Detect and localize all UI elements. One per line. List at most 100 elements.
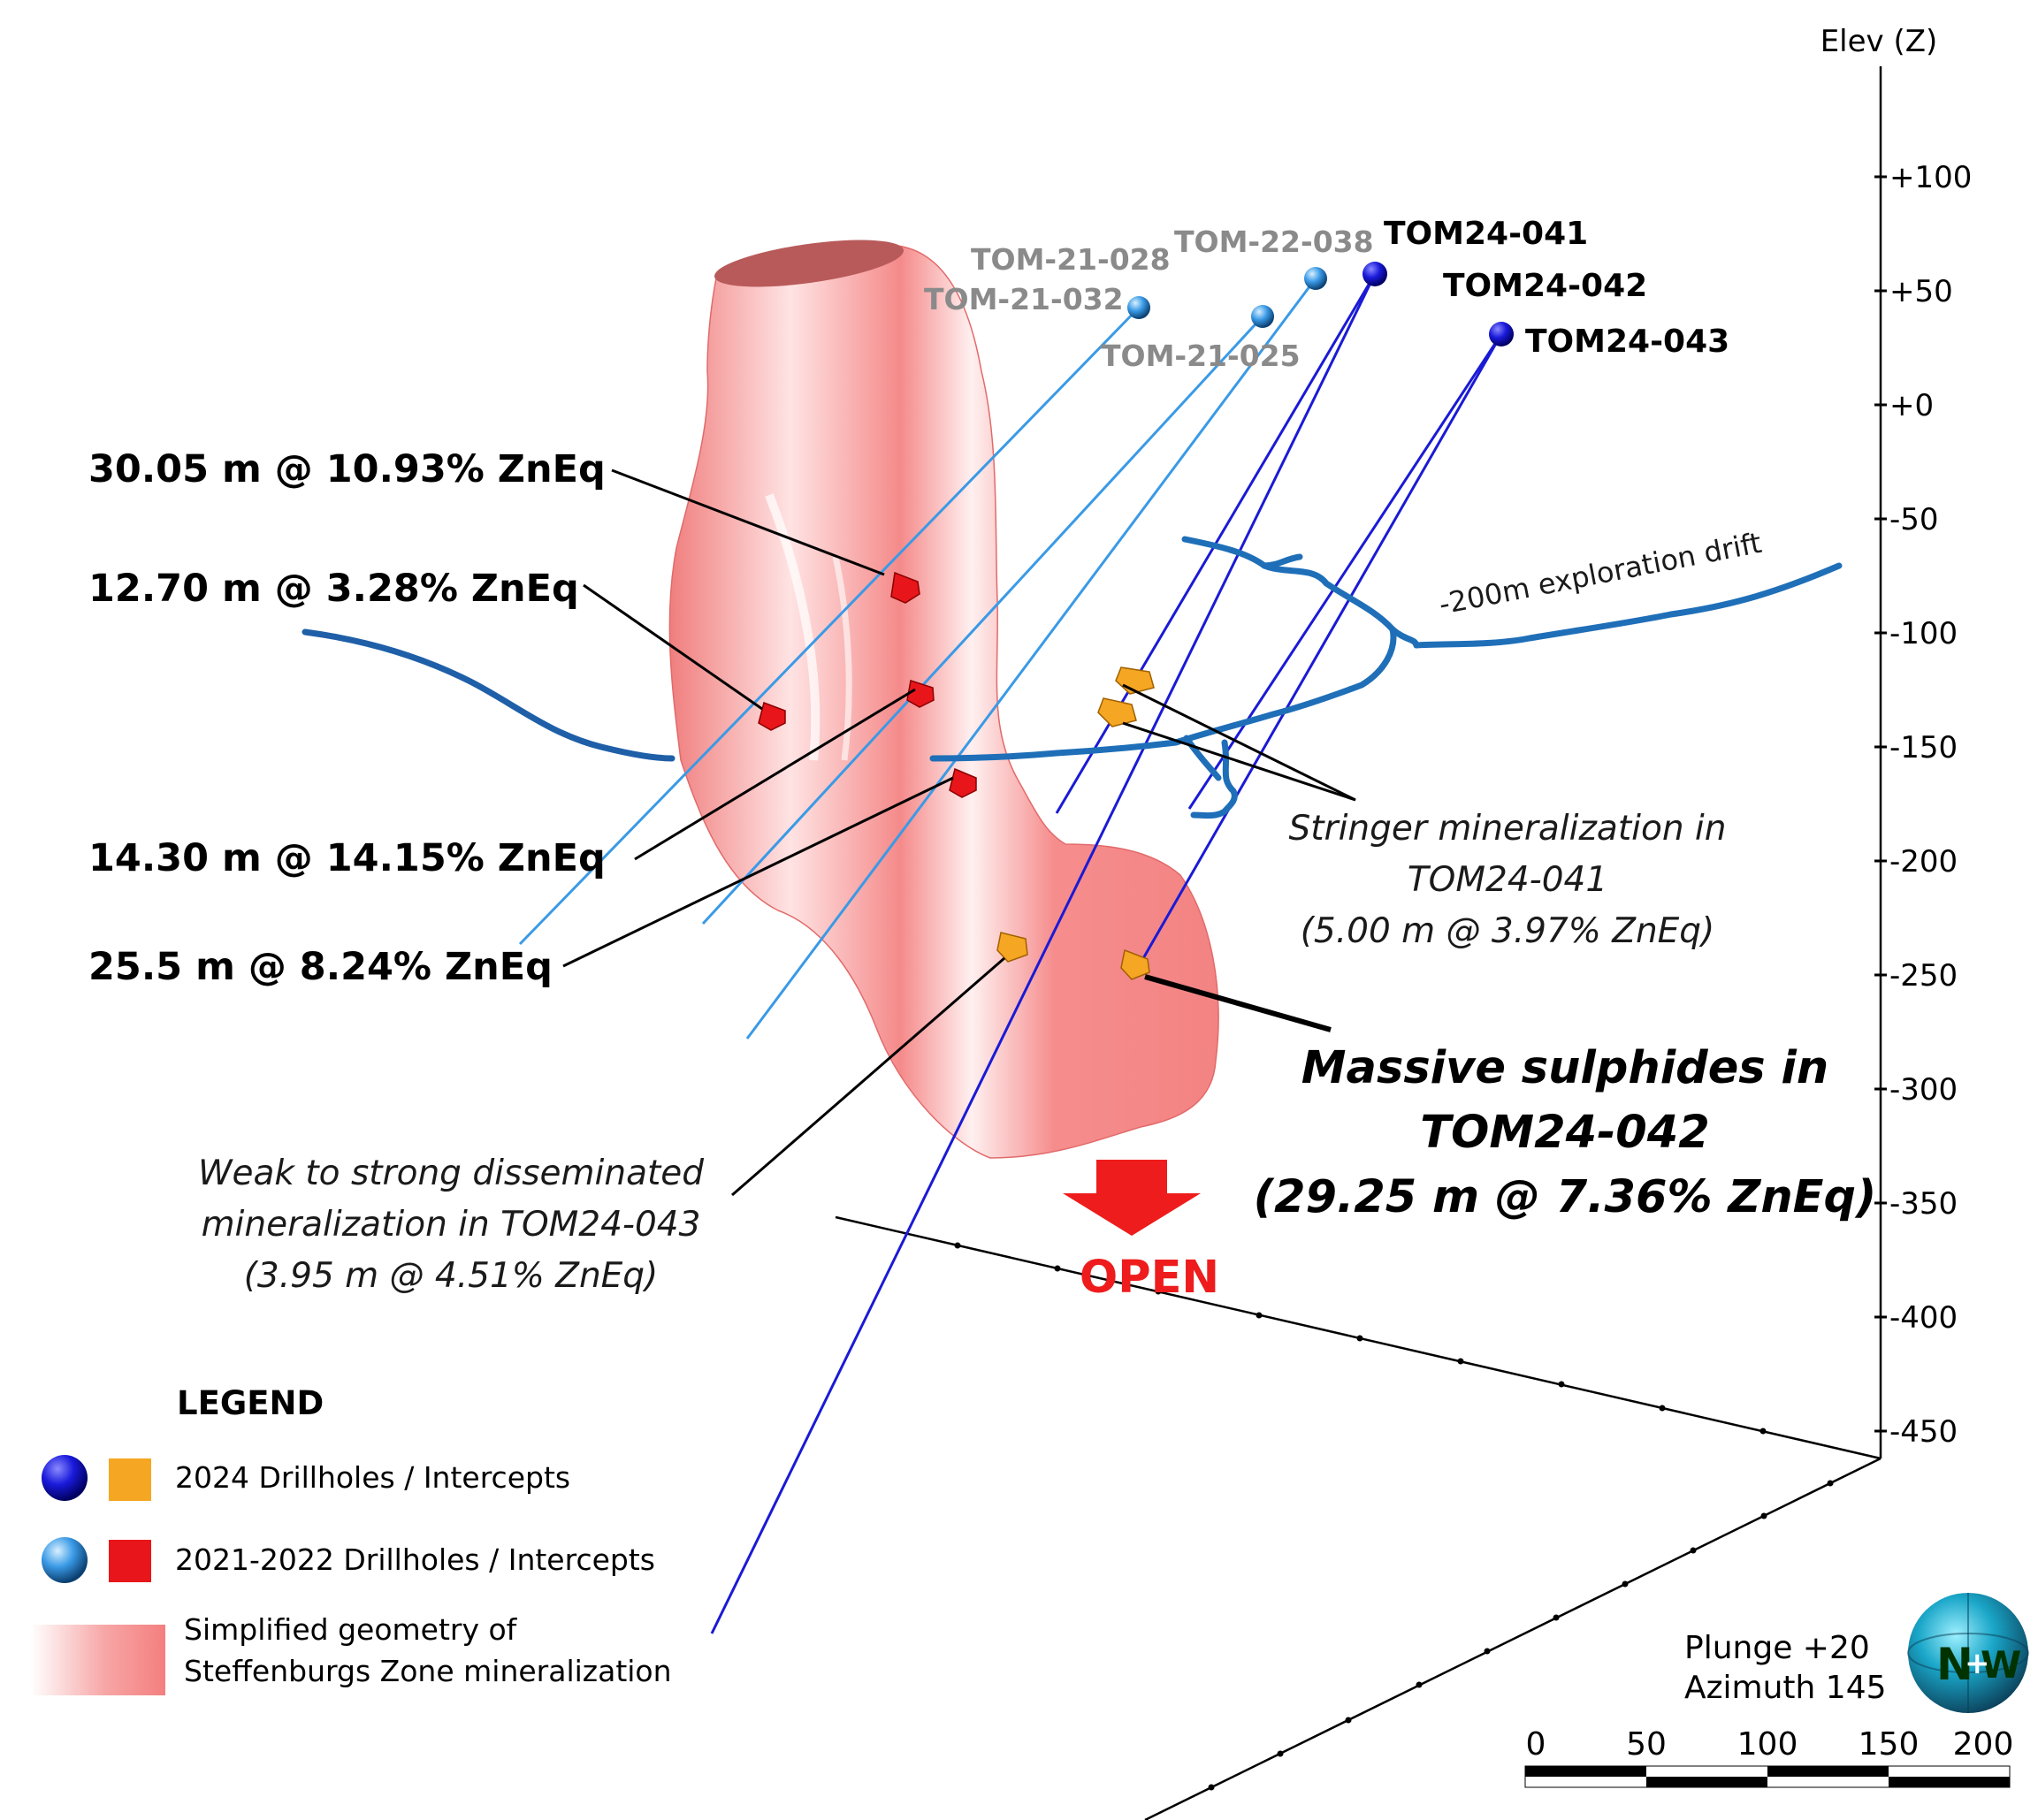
tick-label: +100 [1889,160,1972,195]
intercept-2021-swatch [109,1540,151,1582]
scale-label: 200 [1953,1726,2014,1763]
zone-top-cap [714,240,904,287]
leader-lines [562,468,1356,1197]
drillhole-labels: TOM-21-028 TOM-21-032 TOM-22-038 TOM-21-… [924,216,1729,373]
legend-item-2024: 2024 Drillholes / Intercepts [175,1460,570,1495]
legend-item-2021: 2021-2022 Drillholes / Intercepts [175,1542,655,1577]
tick-label: -250 [1889,958,1958,994]
scale-label: 100 [1737,1726,1798,1763]
trace-tom24-043a [1137,333,1503,967]
tick-label: -450 [1889,1414,1958,1450]
weak-disseminated-annotation: Weak to strong disseminated mineralizati… [198,1154,704,1296]
trace-tom24-042 [710,273,1377,1634]
weak-line-3: (3.95 m @ 4.51% ZnEq) [244,1256,659,1296]
svg-text:W: W [1981,1643,2021,1687]
svg-text:N: N [1936,1639,1973,1690]
stringer-annotation: Stringer mineralization in TOM24-041 (5.… [1289,809,1727,951]
y-axis-ticks [1208,1480,1834,1791]
label-tom-21-032: TOM-21-032 [924,282,1124,316]
intercept-label: 30.05 m @ 10.93% ZnEq [88,447,606,491]
collars-2021 [1127,267,1327,328]
sphere-2021-icon [42,1537,88,1583]
intercept-marker [1097,697,1137,727]
trace-tom-22-038 [745,278,1317,1039]
label-tom-22-038: TOM-22-038 [1174,225,1374,259]
tick-label: -350 [1889,1186,1958,1222]
drillholes-2021-traces [518,278,1317,1039]
legend-geometry-line-1: Simplified geometry of [184,1612,518,1647]
x-axis-ticks [954,1242,1767,1435]
tick-labels: +100 +50 +0 -50 -100 -150 -200 -250 -300… [1889,160,1972,1450]
tick-label: -400 [1889,1300,1958,1336]
tick-label: -150 [1889,730,1958,765]
weak-line-2: mineralization in TOM24-043 [202,1205,701,1245]
intercept-label: 12.70 m @ 3.28% ZnEq [88,567,579,611]
tick-label: -300 [1889,1072,1958,1108]
intercept-labels: 30.05 m @ 10.93% ZnEq 12.70 m @ 3.28% Zn… [88,447,606,989]
y-axis-line [1144,1457,1882,1820]
legend: LEGEND 2024 Drillholes / Intercepts 2021… [31,1384,672,1695]
intercept-marker [906,680,935,708]
tick-label: -200 [1889,844,1958,880]
label-tom24-042: TOM24-042 [1443,268,1647,304]
sphere-2024-icon [42,1455,88,1501]
plunge-text: Plunge +20 [1684,1630,1870,1666]
trace-tom-21-025 [701,315,1264,925]
orientation-globe-icon: N W + [1907,1593,2029,1713]
tick-label: -100 [1889,616,1958,651]
label-tom-21-025: TOM-21-025 [1101,339,1301,373]
collar-tom24-043 [1489,322,1514,346]
collar-tom-22-038 [1304,267,1327,290]
intercept-marker [949,767,977,798]
tick-marks [1874,175,1887,1433]
intercept-marker [996,932,1028,963]
elevation-axis: Elev (Z) +100 +50 +0 -50 -100 -150 -200 … [835,24,1972,1820]
stringer-line-3: (5.00 m @ 3.97% ZnEq) [1301,911,1715,951]
tick-label: +50 [1889,274,1953,309]
massive-line-3: (29.25 m @ 7.36% ZnEq) [1254,1171,1877,1223]
svg-text:+: + [1965,1646,1990,1681]
collar-tom-21-028 [1127,296,1150,319]
scale-label: 50 [1626,1726,1667,1763]
massive-line-2: TOM24-042 [1420,1107,1710,1159]
scale-bar: 0 50 100 150 200 [1524,1726,2014,1788]
intercepts-2024 [996,666,1155,980]
drift-west [302,628,676,762]
open-indicator: OPEN [1063,1160,1219,1304]
massive-sulphides-annotation: Massive sulphides in TOM24-042 (29.25 m … [1254,1042,1877,1223]
intercept-marker [890,571,920,604]
intercept-2024-swatch [109,1458,151,1501]
trace-tom24-043b [1187,333,1503,810]
azimuth-text: Azimuth 145 [1684,1670,1887,1706]
collar-tom24-041 [1362,262,1387,286]
open-label: OPEN [1080,1252,1219,1304]
intercept-label: 25.5 m @ 8.24% ZnEq [88,945,553,989]
collar-tom-21-025 [1251,305,1274,328]
axis-title: Elev (Z) [1820,24,1938,59]
legend-title: LEGEND [177,1384,324,1422]
scale-label: 0 [1526,1726,1546,1763]
intercepts-2021 [758,571,977,798]
label-tom-21-028: TOM-21-028 [971,242,1171,277]
view-orientation: Plunge +20 Azimuth 145 [1684,1630,1887,1706]
label-tom24-041: TOM24-041 [1384,216,1588,252]
tick-label: +0 [1889,388,1934,423]
weak-line-1: Weak to strong disseminated [198,1154,704,1193]
tick-label: -50 [1889,502,1939,537]
exploration-drift [929,536,1843,819]
intercept-label: 14.30 m @ 14.15% ZnEq [88,836,606,880]
stringer-line-2: TOM24-041 [1408,860,1607,900]
label-tom24-043: TOM24-043 [1525,324,1729,360]
collars-2024 [1362,262,1514,346]
steffenburgs-zone [668,240,1219,1159]
trace-tom-21-028 [518,306,1141,946]
open-arrow-icon [1063,1160,1201,1236]
intercept-marker [758,702,786,731]
stringer-line-1: Stringer mineralization in [1289,809,1727,849]
scale-label: 150 [1859,1726,1920,1763]
legend-geometry-line-2: Steffenburgs Zone mineralization [184,1654,672,1688]
intercept-marker [1120,948,1150,980]
zone-swatch [31,1625,165,1695]
massive-line-1: Massive sulphides in [1301,1042,1828,1094]
